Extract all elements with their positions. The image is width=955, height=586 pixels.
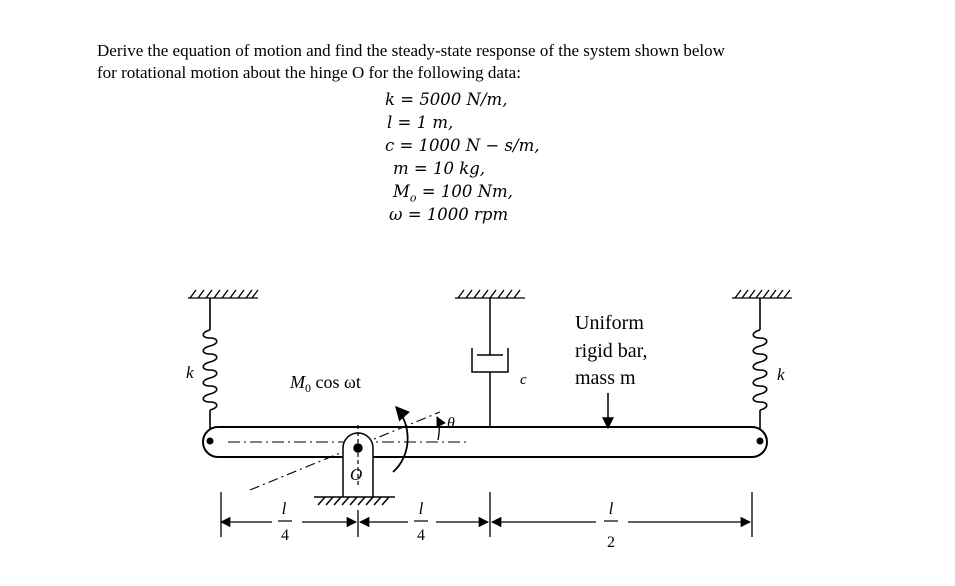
data-m0: Mo = 100 Nm,: [393, 182, 513, 204]
data-m: m = 10 kg,: [393, 159, 486, 178]
data-m0-subscript: o: [409, 191, 417, 205]
dimension-lines: [219, 492, 753, 537]
data-k: k = 5000 N/m,: [385, 90, 508, 109]
bar-label-line-2: rigid bar,: [575, 340, 648, 362]
bar-label-line-3: mass m: [575, 367, 636, 389]
spring-right: [752, 298, 768, 445]
problem-statement: Derive the equation of motion and find t…: [97, 40, 897, 84]
ground-right: [732, 289, 792, 299]
ground-middle: [455, 289, 525, 299]
dim3-numerator: l: [609, 499, 614, 518]
spring-left-label: k: [186, 363, 194, 382]
data-l: l = 1 m,: [387, 113, 454, 132]
hinge-label: O: [350, 465, 362, 484]
data-m0-value: = 100 Nm,: [416, 182, 513, 201]
moment-label-subscript: 0: [305, 381, 311, 395]
ground-left: [188, 289, 259, 299]
bar-label-line-1: Uniform: [575, 312, 644, 334]
dimension-half: l 2: [604, 499, 618, 551]
dim3-denominator: 2: [607, 534, 615, 551]
data-omega: ω = 1000 rpm: [389, 205, 509, 224]
moment-label: M0 cos ωt: [289, 372, 361, 395]
data-m0-symbol: M: [393, 182, 410, 201]
hinge-support: [314, 425, 395, 506]
dim1-denominator: 4: [281, 527, 289, 544]
dim1-numerator: l: [282, 499, 287, 518]
rigid-bar: [202, 426, 768, 458]
data-c: c = 1000 N − s/m,: [385, 136, 540, 155]
dimension-quarter-right: l 4: [414, 499, 428, 544]
damper: [471, 298, 509, 445]
moment-label-symbol: M: [289, 372, 306, 392]
dimension-quarter-left: l 4: [278, 499, 292, 544]
theta-arrow: [436, 416, 446, 441]
moment-label-rest: cos ωt: [311, 372, 361, 392]
problem-line-1: Derive the equation of motion and find t…: [97, 41, 725, 60]
problem-line-2: for rotational motion about the hinge O …: [97, 63, 521, 82]
spring-right-label: k: [777, 365, 785, 384]
dim2-numerator: l: [419, 499, 424, 518]
theta-label: θ: [447, 415, 455, 432]
damper-label: c: [520, 372, 527, 388]
moment-arrow: [392, 405, 410, 473]
spring-left: [202, 298, 218, 445]
dim2-denominator: 4: [417, 527, 425, 544]
